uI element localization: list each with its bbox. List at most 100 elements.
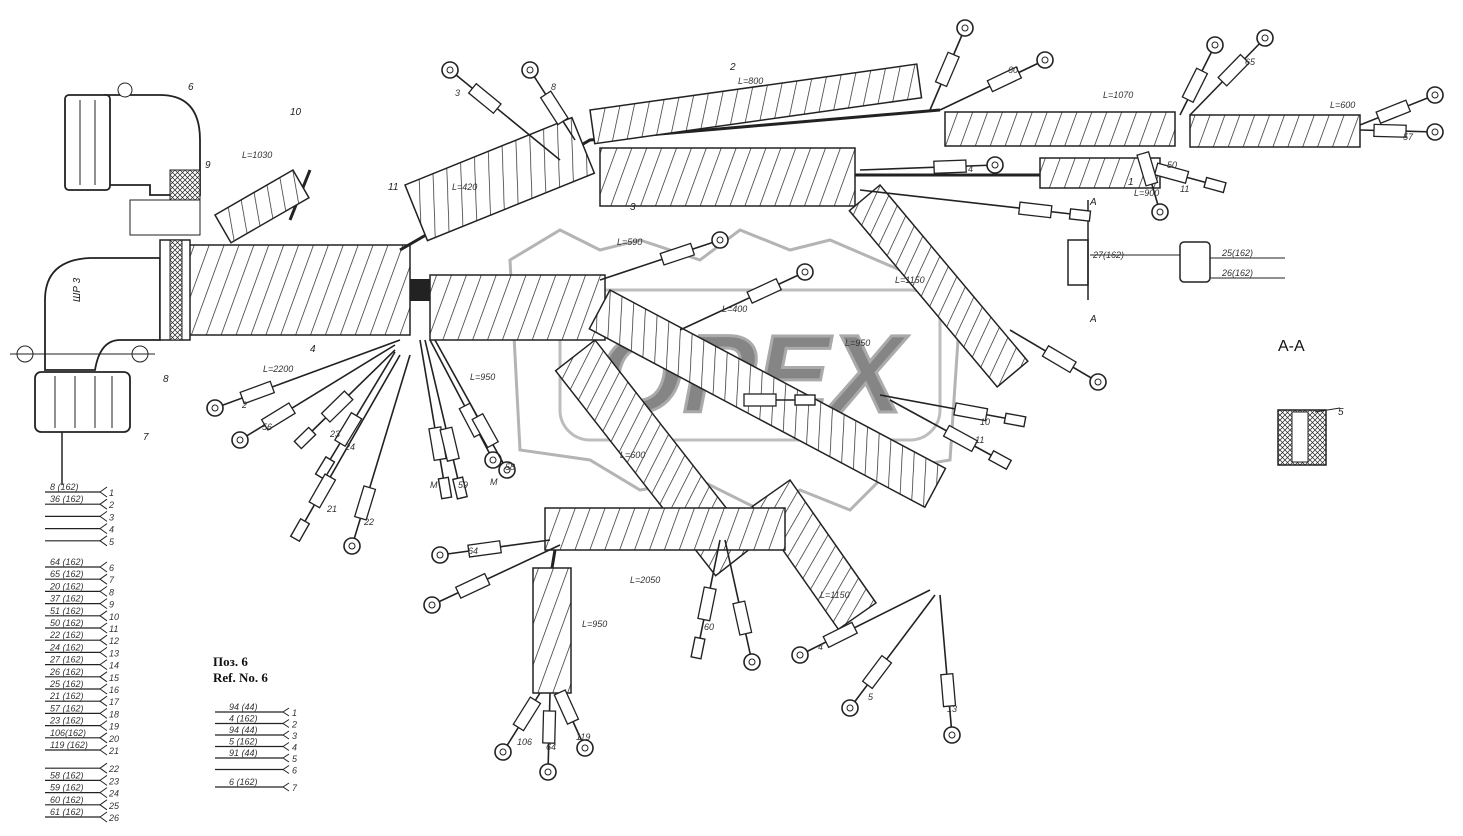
wire-lead — [889, 399, 1013, 471]
wire-mark: 11 — [1180, 184, 1189, 194]
terminal-pin: 1 — [109, 488, 114, 498]
position-row: 4 (162)2 — [215, 714, 297, 730]
callout-number: 1 — [1128, 177, 1134, 188]
terminal-pin: 8 — [109, 587, 114, 597]
terminal-row: 51 (162)10 — [45, 606, 119, 622]
wire-lead — [859, 189, 1092, 222]
terminal-row: 60 (162)25 — [45, 795, 120, 811]
callout-number: 2 — [729, 62, 736, 73]
position-row: 94 (44)3 — [215, 725, 297, 741]
wire-mark: 58 — [505, 462, 515, 472]
terminal-pin: 20 — [108, 734, 119, 744]
terminal-pin: 22 — [108, 764, 119, 774]
length-mark: L=900 — [1134, 188, 1159, 198]
position-row: 94 (44)1 — [215, 702, 297, 718]
terminal-row: 57 (162)18 — [45, 703, 119, 719]
wire-lead — [419, 339, 453, 500]
wire-lead — [939, 51, 1054, 111]
terminal-pin: 16 — [109, 685, 119, 695]
callout-number: 10 — [290, 107, 302, 118]
wire-lead — [879, 394, 1027, 428]
length-mark: L=950 — [582, 619, 607, 629]
terminal-row: 65 (162) 7 — [45, 569, 115, 585]
wire-mark: 59 — [458, 480, 468, 490]
terminal-row: 22 — [45, 762, 119, 774]
length-mark: L=1030 — [242, 150, 272, 160]
terminal-pin: 12 — [109, 636, 119, 646]
terminal-pin: 7 — [109, 575, 115, 585]
terminal-wire: 106(162) — [50, 728, 86, 738]
terminal-pin: 26 — [108, 813, 119, 823]
wire-lead — [1189, 29, 1274, 116]
wire-lead — [494, 692, 542, 761]
wire-mark: 4 — [818, 642, 823, 652]
wire-mark: 64 — [468, 546, 478, 556]
terminal-pin: 9 — [109, 600, 114, 610]
wire-mark: M — [430, 480, 438, 490]
terminal-wire: 36 (162) — [50, 494, 84, 504]
position-row: 91 (44)5 — [215, 748, 298, 764]
length-mark: L=400 — [722, 304, 747, 314]
wire-lead — [1136, 150, 1169, 221]
callout-number: 7 — [143, 432, 149, 443]
terminal-row: 5 — [45, 535, 115, 547]
wire-mark: 3 — [455, 88, 460, 98]
length-mark: L=1150 — [820, 590, 850, 600]
wire-lead — [1153, 162, 1227, 194]
wire-lead — [690, 539, 721, 660]
terminal-row: 23 (162)19 — [45, 716, 119, 732]
length-mark: L=1150 — [895, 275, 925, 285]
terminal-wire: 23 (162) — [49, 716, 84, 726]
wire-mark: 56 — [262, 422, 272, 432]
section-a-view: A A — [1067, 197, 1285, 325]
position-wire: 94 (44) — [229, 702, 258, 712]
wire-mark: 24 — [344, 442, 355, 452]
wire-lead — [314, 351, 396, 481]
wire-lead — [424, 339, 469, 500]
section-label: A-A — [1278, 338, 1305, 355]
length-mark: L=1070 — [1103, 90, 1133, 100]
terminal-pin: 11 — [109, 624, 118, 634]
wire-lead — [724, 539, 761, 671]
wire-lead — [791, 589, 931, 664]
wire-lead — [859, 156, 1004, 174]
blade-terminal — [289, 517, 311, 543]
terminal-row: 22 (162)12 — [45, 630, 119, 646]
terminal-row: 27 (162)14 — [45, 655, 119, 671]
length-mark: L=2050 — [630, 575, 660, 585]
length-mark: L=2200 — [263, 364, 293, 374]
wire-mark: 11 — [975, 435, 984, 445]
terminal-row: 25 (162)16 — [45, 679, 119, 695]
length-mark: L=600 — [1330, 100, 1355, 110]
terminal-pin: 15 — [109, 673, 120, 683]
wire-leads — [206, 19, 1444, 781]
callout-number: 6 — [188, 82, 194, 93]
blade-terminal — [1003, 412, 1027, 428]
wire-lead — [1179, 36, 1224, 116]
terminal-pin: 23 — [108, 776, 119, 786]
section-a-a-detail — [1277, 407, 1341, 466]
terminal-row: 21 (162)17 — [45, 691, 120, 707]
position-row: 6 (162)7 — [215, 777, 298, 793]
terminal-wire: 57 (162) — [50, 703, 84, 713]
position-wire: 94 (44) — [229, 725, 258, 735]
length-mark: L=420 — [452, 182, 477, 192]
position-wire: 6 (162) — [229, 777, 258, 787]
terminal-wire: 50 (162) — [50, 618, 84, 628]
position-pin: 2 — [291, 720, 297, 730]
terminal-wire: 65 (162) — [50, 569, 84, 579]
blade-terminal — [1068, 208, 1092, 222]
wire-mark: 57 — [1403, 132, 1414, 142]
terminal-pin: 3 — [109, 512, 114, 522]
terminal-wire: 60 (162) — [50, 795, 84, 805]
wire-lead — [539, 692, 557, 781]
terminal-pin: 21 — [108, 746, 119, 756]
wire-mark: 4 — [968, 164, 973, 174]
terminal-wire: 24 (162) — [49, 642, 84, 652]
wire-mark: 8 — [551, 82, 556, 92]
length-mark: L=600 — [620, 450, 645, 460]
position-caption: Поз. 6 Ref. No. 6 — [213, 654, 268, 686]
terminal-row: 64 (162)6 — [45, 557, 114, 573]
position-wire: 5 (162) — [229, 737, 258, 747]
